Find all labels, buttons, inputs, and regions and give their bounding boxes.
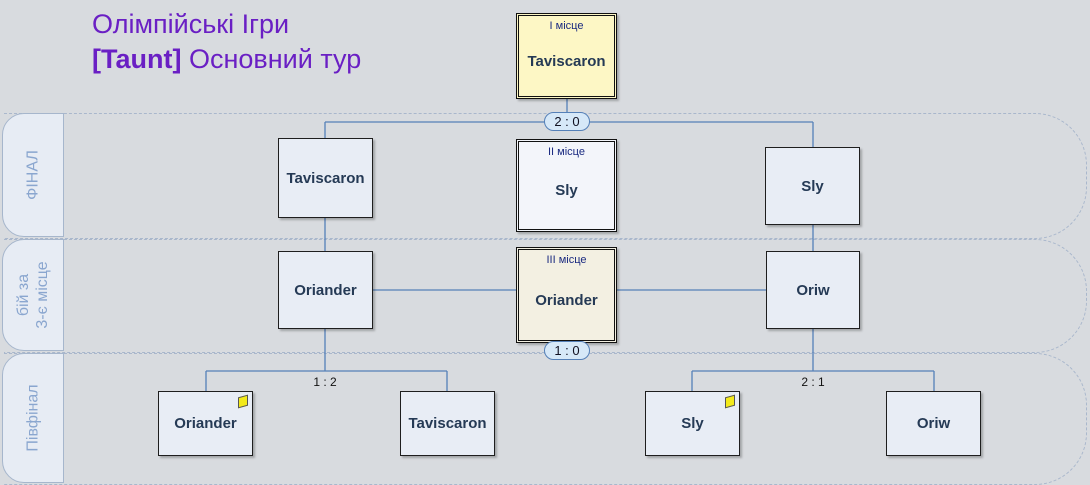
subtitle-text: Основний тур — [188, 44, 362, 74]
semifinal-right-player-b[interactable]: Oriw — [886, 391, 981, 456]
final-player-right[interactable]: Sly — [765, 147, 860, 225]
lane-tab-final[interactable]: ФІНАЛ — [2, 113, 64, 237]
semifinal-left-player-a-name: Oriander — [174, 415, 237, 432]
first-place-box[interactable]: I місце Taviscaron — [516, 13, 617, 99]
final-score: 2 : 0 — [544, 112, 590, 131]
third-place-name: Oriander — [535, 291, 598, 309]
semifinal-left-player-b[interactable]: Taviscaron — [400, 391, 495, 456]
first-place-name: Taviscaron — [527, 52, 606, 70]
third-player-right-name: Oriw — [796, 281, 830, 299]
semifinal-left-player-a[interactable]: Oriander — [158, 391, 253, 456]
final-player-right-name: Sly — [801, 177, 824, 195]
third-player-left[interactable]: Oriander — [278, 251, 373, 329]
flag-icon — [238, 394, 248, 409]
third-place-box[interactable]: III місце Oriander — [516, 247, 617, 343]
semifinal-left-player-b-name: Taviscaron — [408, 415, 487, 432]
second-place-name: Sly — [555, 182, 578, 199]
flag-icon — [725, 394, 735, 409]
second-place-box[interactable]: II місце Sly — [516, 139, 617, 232]
semifinal-right-player-a-name: Sly — [681, 415, 704, 432]
page-title: Олімпійські Ігри — [92, 9, 290, 39]
semifinal-left-score: 1 : 2 — [313, 375, 337, 389]
lane-final — [4, 113, 1087, 239]
semifinal-right-score: 2 : 1 — [801, 375, 825, 389]
third-player-left-name: Oriander — [294, 281, 357, 299]
page-subtitle: [Taunt] Основний тур — [92, 43, 361, 75]
third-place-score: 1 : 0 — [544, 341, 590, 360]
third-player-right[interactable]: Oriw — [766, 251, 860, 329]
semifinal-right-player-a[interactable]: Sly — [645, 391, 740, 456]
final-player-left[interactable]: Taviscaron — [278, 138, 373, 218]
semifinal-right-player-b-name: Oriw — [916, 415, 951, 432]
final-player-left-name: Taviscaron — [286, 169, 365, 187]
subtitle-tag: [Taunt] — [92, 44, 182, 74]
second-place-caption: II місце — [548, 146, 585, 158]
third-place-caption: III місце — [546, 254, 587, 266]
first-place-caption: I місце — [549, 20, 584, 32]
